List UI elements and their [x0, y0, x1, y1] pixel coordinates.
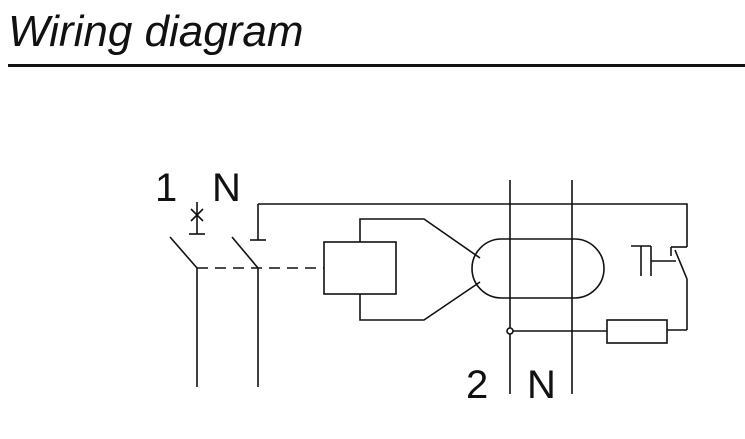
terminal-label-2: 2 [466, 363, 488, 407]
test-resistor [606, 319, 668, 344]
breaker-contacts [169, 202, 324, 387]
current-transformer [471, 238, 605, 299]
test-circuit-wire [510, 329, 687, 332]
title-underline [8, 64, 745, 67]
terminal-label-n-out: N [527, 363, 556, 407]
test-supply-wire [258, 203, 688, 247]
terminal-label-n-in: N [212, 166, 241, 210]
terminal-label-1: 1 [155, 166, 177, 210]
coil-leads [359, 218, 481, 321]
page-title: Wiring diagram [8, 7, 304, 56]
test-button-icon [631, 245, 688, 330]
junction-node [506, 327, 514, 335]
main-conductors [509, 180, 573, 394]
trip-coil [323, 241, 397, 295]
